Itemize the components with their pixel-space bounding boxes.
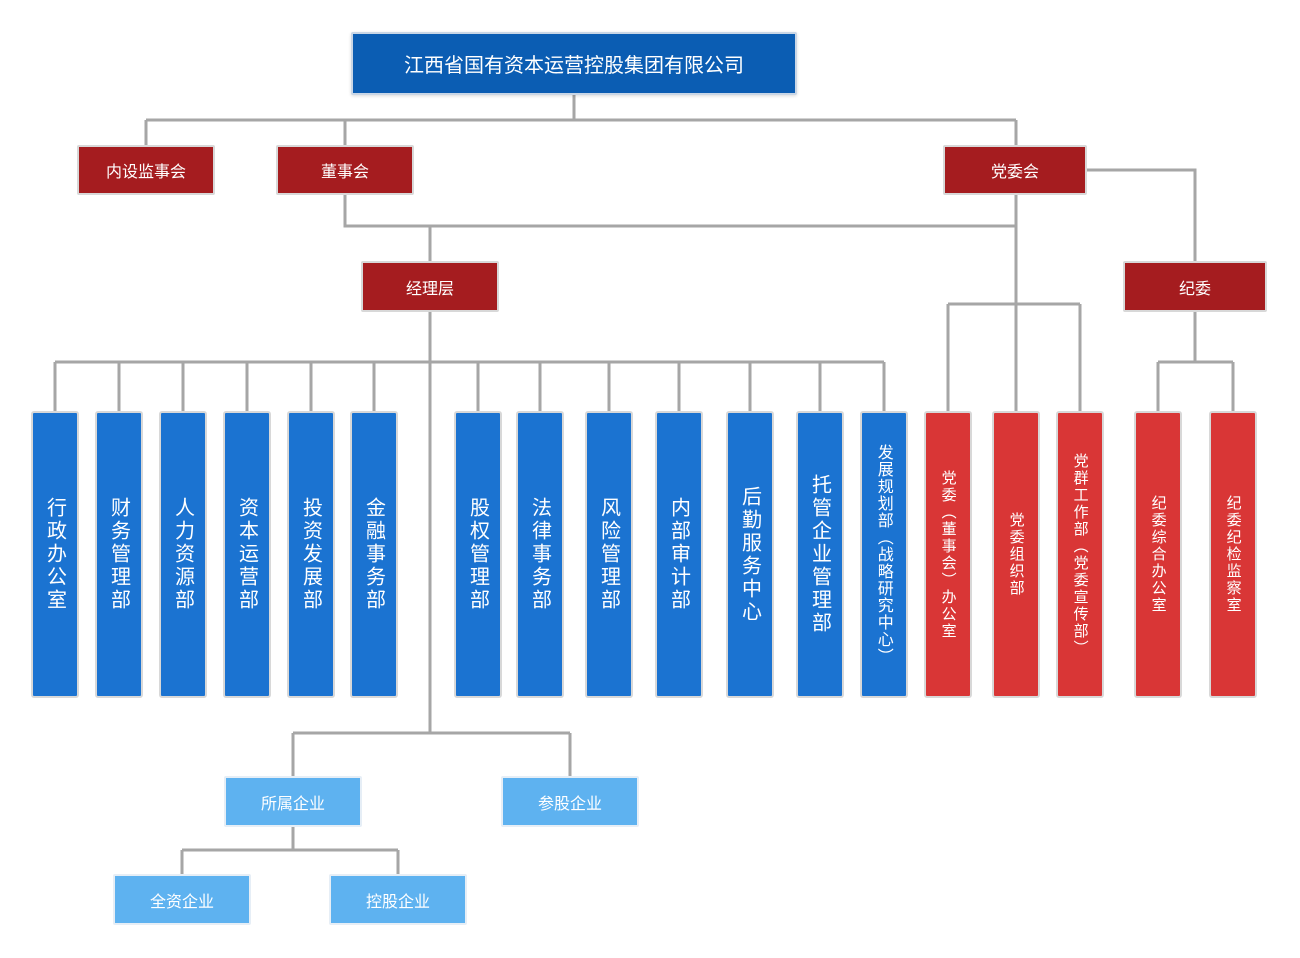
dept-label: 党委（董事会）办公室 <box>939 469 958 640</box>
supervisory-board: 内设监事会 <box>77 145 215 195</box>
connector-enterprises <box>291 731 572 778</box>
dept-label: 财务管理部 <box>107 497 132 612</box>
root-company: 江西省国有资本运营控股集团有限公司 <box>351 32 797 95</box>
discipline-inspection-office: 纪委纪检监察室 <box>1209 411 1257 698</box>
dept-label: 资本运营部 <box>235 497 260 612</box>
board-of-directors: 董事会 <box>276 145 414 195</box>
dept-logistics: 后勤服务中心 <box>726 411 774 698</box>
dept-label: 金融事务部 <box>362 497 387 612</box>
holding-enterprises: 控股企业 <box>329 874 467 925</box>
dept-trust-management: 托管企业管理部 <box>796 411 844 698</box>
dept-planning: 发展规划部（战略研究中心） <box>860 411 908 698</box>
dept-label: 法律事务部 <box>528 497 553 612</box>
discipline-committee: 纪委 <box>1123 261 1267 312</box>
party-mass-work-dept: 党群工作部（党委宣传部） <box>1056 411 1104 698</box>
shareholding-enterprises: 参股企业 <box>501 776 639 827</box>
dept-financial-affairs: 金融事务部 <box>350 411 398 698</box>
management-layer: 经理层 <box>361 261 499 312</box>
connector-root <box>144 95 1018 147</box>
dept-risk: 风险管理部 <box>585 411 633 698</box>
connector-board-manager <box>343 193 1016 262</box>
subsidiary-enterprises: 所属企业 <box>224 776 362 827</box>
connector-party <box>946 193 1082 414</box>
dept-label: 行政办公室 <box>43 497 68 612</box>
discipline-general-office: 纪委综合办公室 <box>1134 411 1182 698</box>
dept-label: 纪委综合办公室 <box>1149 495 1168 614</box>
dept-finance: 财务管理部 <box>95 411 143 698</box>
dept-label: 党委组织部 <box>1007 512 1026 597</box>
party-office: 党委（董事会）办公室 <box>924 411 972 698</box>
dept-label: 纪委纪检监察室 <box>1224 495 1243 614</box>
dept-label: 股权管理部 <box>466 497 491 612</box>
dept-label: 人力资源部 <box>171 497 196 612</box>
dept-label: 风险管理部 <box>597 497 622 612</box>
party-committee: 党委会 <box>943 145 1087 195</box>
connector-discipline-offices <box>1156 311 1235 414</box>
dept-legal: 法律事务部 <box>516 411 564 698</box>
connector-departments <box>53 311 886 733</box>
dept-hr: 人力资源部 <box>159 411 207 698</box>
dept-label: 内部审计部 <box>667 497 692 612</box>
dept-equity: 股权管理部 <box>454 411 502 698</box>
dept-label: 发展规划部（战略研究中心） <box>874 444 894 665</box>
dept-label: 投资发展部 <box>299 497 324 612</box>
dept-audit: 内部审计部 <box>655 411 703 698</box>
connector-subsidiary <box>180 826 400 876</box>
connector-discipline <box>1086 168 1197 263</box>
party-organization-dept: 党委组织部 <box>992 411 1040 698</box>
dept-label: 后勤服务中心 <box>738 485 763 624</box>
dept-investment: 投资发展部 <box>287 411 335 698</box>
dept-label: 党群工作部（党委宣传部） <box>1071 452 1090 657</box>
dept-capital-operation: 资本运营部 <box>223 411 271 698</box>
dept-admin-office: 行政办公室 <box>31 411 79 698</box>
dept-label: 托管企业管理部 <box>808 474 833 635</box>
wholly-owned-enterprises: 全资企业 <box>113 874 251 925</box>
